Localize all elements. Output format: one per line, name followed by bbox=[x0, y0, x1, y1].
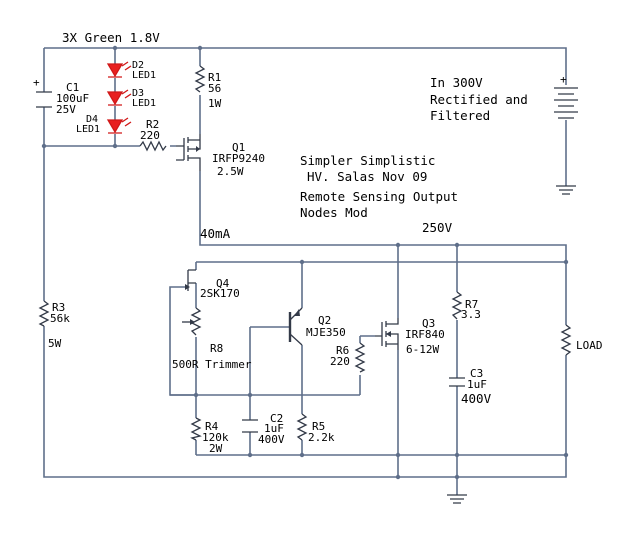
design-note-1: Simpler Simplistic bbox=[300, 153, 435, 168]
resistor-r5: R5 2.2k bbox=[296, 413, 335, 444]
r5-value: 2.2k bbox=[308, 431, 335, 444]
d4-value: LED1 bbox=[76, 124, 100, 135]
d2-value: LED1 bbox=[132, 70, 156, 81]
c2-ref: C2 bbox=[270, 412, 283, 425]
d3-ref: D3 bbox=[132, 88, 144, 99]
r1-ref: R1 bbox=[208, 71, 221, 84]
c1-ref: C1 bbox=[66, 81, 79, 94]
trimmer-r8: R8 bbox=[182, 307, 223, 355]
r7-ref: R7 bbox=[465, 298, 478, 311]
r1-rating: 1W bbox=[208, 97, 222, 110]
battery-polarity: + bbox=[560, 73, 567, 86]
c1-polarity: + bbox=[33, 76, 40, 89]
r2-value: 220 bbox=[140, 129, 160, 142]
d2-ref: D2 bbox=[132, 60, 144, 71]
r7-value: 3.3 bbox=[461, 308, 481, 321]
r4-value: 120k bbox=[202, 431, 229, 444]
resistor-r3: R3 56k 5W bbox=[38, 300, 70, 350]
resistor-r2: R2 220 bbox=[139, 118, 167, 152]
q3-value: IRF840 bbox=[405, 328, 445, 341]
resistor-r1: R1 56 1W bbox=[194, 65, 222, 110]
r3-ref: R3 bbox=[52, 301, 65, 314]
d3-value: LED1 bbox=[132, 98, 156, 109]
r1-value: 56 bbox=[208, 82, 221, 95]
battery-supply: + bbox=[554, 73, 578, 119]
r3-rating: 5W bbox=[48, 337, 62, 350]
r8-value: 500R Trimmer bbox=[172, 358, 252, 371]
load-resistor: LOAD bbox=[560, 324, 603, 356]
capacitor-c1: + C1 100uF 25V bbox=[33, 76, 89, 116]
resistor-r6: R6 220 bbox=[330, 342, 366, 373]
q4-ref: Q4 bbox=[216, 277, 230, 290]
bjt-q2: Q2 MJE350 bbox=[288, 307, 346, 346]
r6-ref: R6 bbox=[336, 344, 349, 357]
r5-ref: R5 bbox=[312, 420, 325, 433]
r2-ref: R2 bbox=[146, 118, 159, 131]
capacitor-c3: C3 1uF 400V bbox=[449, 367, 492, 406]
q1-rating: 2.5W bbox=[217, 165, 244, 178]
mosfet-q1: Q1 IRFP9240 2.5W bbox=[176, 134, 265, 178]
led-d3: D3 LED1 bbox=[106, 88, 156, 109]
load-label: LOAD bbox=[576, 339, 603, 352]
r4-ref: R4 bbox=[205, 420, 219, 433]
c1-rating: 25V bbox=[56, 103, 76, 116]
q1-ref: Q1 bbox=[232, 141, 245, 154]
q2-ref: Q2 bbox=[318, 314, 331, 327]
q4-value: 2SK170 bbox=[200, 287, 240, 300]
r6-value: 220 bbox=[330, 355, 350, 368]
design-note-2: HV. Salas Nov 09 bbox=[307, 169, 427, 184]
resistor-r7: R7 3.3 bbox=[451, 291, 481, 321]
q2-value: MJE350 bbox=[306, 326, 346, 339]
ground-supply bbox=[556, 185, 576, 195]
ground-output bbox=[447, 494, 467, 504]
c3-value: 1uF bbox=[467, 378, 487, 391]
c3-ref: C3 bbox=[470, 367, 483, 380]
led-d2: D2 LED1 bbox=[106, 60, 156, 81]
design-note-4: Nodes Mod bbox=[300, 205, 368, 220]
led-d4: D4 LED1 bbox=[76, 114, 132, 135]
c2-value: 1uF bbox=[264, 422, 284, 435]
mosfet-q3: Q3 IRF840 6-12W bbox=[375, 317, 445, 356]
q3-rating: 6-12W bbox=[406, 343, 439, 356]
title-label: 3X Green 1.8V bbox=[62, 30, 160, 45]
supply-note-3: Filtered bbox=[430, 108, 490, 123]
supply-note-2: Rectified and bbox=[430, 92, 528, 107]
current-label: 40mA bbox=[200, 226, 231, 241]
voltage-label: 250V bbox=[422, 220, 453, 235]
r8-ref: R8 bbox=[210, 342, 223, 355]
c3-rating: 400V bbox=[461, 391, 492, 406]
supply-note-1: In 300V bbox=[430, 75, 483, 90]
q3-ref: Q3 bbox=[422, 317, 435, 330]
c1-value: 100uF bbox=[56, 92, 89, 105]
junctions bbox=[41, 45, 569, 480]
design-note-3: Remote Sensing Output bbox=[300, 189, 458, 204]
d4-ref: D4 bbox=[86, 114, 98, 125]
r3-value: 56k bbox=[50, 312, 70, 325]
r4-rating: 2W bbox=[209, 442, 223, 455]
wires bbox=[43, 47, 567, 495]
resistor-r4: R4 120k 2W bbox=[190, 417, 229, 455]
c2-rating: 400V bbox=[258, 433, 285, 446]
q1-value: IRFP9240 bbox=[212, 152, 265, 165]
jfet-q4: Q4 2SK170 bbox=[185, 269, 240, 300]
capacitor-c2: C2 1uF 400V bbox=[242, 412, 285, 446]
